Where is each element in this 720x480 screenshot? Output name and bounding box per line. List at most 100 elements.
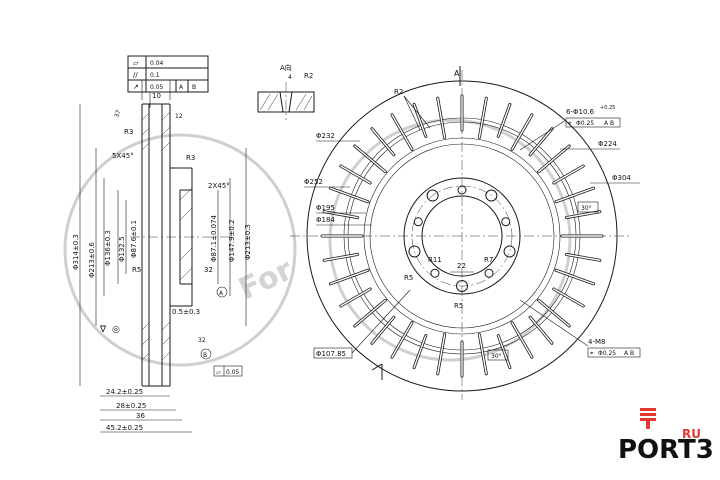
bolt-hole	[503, 245, 516, 258]
vent-slot-inner	[340, 165, 371, 184]
vent-slot-inner	[478, 97, 488, 139]
vent-slot-inner	[391, 321, 413, 358]
vent-slot-inner	[565, 253, 601, 262]
gdt-flatness-value: 0.04	[150, 60, 164, 67]
dia-107-label: Φ107.85	[316, 350, 346, 358]
dia-213-right: Φ213±0.3	[244, 224, 252, 260]
detail-dim-4: 4	[288, 74, 292, 81]
gdt-runout-value: 0.05	[150, 84, 164, 91]
face-angle-label: 37	[113, 109, 122, 119]
vent-slot-inner	[555, 269, 595, 285]
vent-slot-inner	[553, 165, 584, 184]
gdt-frame: ▱ // ↗ 0.04 0.1 0.05 A B	[127, 55, 209, 108]
holes-pos: Φ0.25	[576, 120, 594, 127]
vent-slot-inner	[329, 269, 369, 285]
dim-24-2: 24.2±0.25	[106, 388, 143, 396]
gdt-parallel-value: 0.1	[150, 72, 160, 79]
thickness-top-label: 10	[152, 92, 161, 100]
detail-view-a: A向 4 R2	[257, 63, 315, 120]
holes-spec: 6-Φ10.6	[566, 108, 595, 116]
vent-slot-inner	[478, 333, 488, 375]
holes-ref: A B	[604, 120, 614, 127]
detail-radius-r2: R2	[304, 72, 313, 80]
dia-213-left: Φ213±0.6	[88, 242, 96, 278]
threads-ref: A B	[624, 350, 634, 357]
vent-slot-inner	[323, 253, 359, 262]
radius-r3-right: R3	[186, 154, 195, 162]
radius-r11: R11	[428, 256, 442, 264]
detail-view-label: A向	[280, 63, 292, 72]
radius-r5-bottom: R5	[454, 302, 463, 310]
radius-r5-left: R5	[404, 274, 413, 282]
dia-314: Φ314±0.3	[72, 234, 80, 270]
dim-36: 36	[136, 412, 145, 420]
angle-30-right: 30°	[581, 205, 592, 212]
logo-suffix: RU	[682, 427, 701, 441]
datum-b-circle: B	[203, 352, 207, 359]
gdt-ref-b: B	[192, 84, 196, 91]
front-view: A R2 6-Φ10.6 +0.25 ⌖ Φ0.25 A B Φ232 Φ224…	[290, 66, 641, 400]
chamfer-left: 5X45°	[112, 152, 134, 160]
parallel-icon: //	[133, 71, 138, 79]
bolt-hole	[485, 189, 498, 202]
vent-slot-inner	[329, 187, 369, 203]
watermark-circle-left	[63, 133, 297, 367]
threads-pos-icon: ⌖	[590, 350, 594, 357]
vent-slot-inner	[497, 334, 511, 369]
watermark-circle-right	[328, 118, 572, 362]
vent-slot-inner	[371, 128, 395, 156]
vent-slot-inner	[537, 145, 570, 173]
vent-slot-inner	[497, 103, 511, 138]
disc-section-outline	[130, 103, 230, 387]
vent-slot-inner	[354, 145, 387, 173]
dia-195-label: Φ195	[316, 204, 335, 212]
left-diameter-dims: Φ314±0.3 Φ213±0.6 Φ136±0.3 Φ132.5 Φ87.6±…	[72, 104, 138, 386]
vent-slot-inner	[323, 210, 359, 219]
threads-pos: Φ0.25	[598, 350, 616, 357]
threads-spec: 4-M8	[588, 338, 605, 346]
angle-32-bottom: 32	[198, 337, 206, 344]
face-angle-2-label: 12	[175, 113, 183, 120]
side-section-view: ▱ // ↗ 0.04 0.1 0.05 A B	[72, 55, 252, 433]
bolt-hole	[456, 280, 468, 292]
dia-87-right: Φ87.1±0.074	[210, 214, 218, 262]
holes-pos-icon: ⌖	[568, 120, 572, 127]
dia-147: Φ147.9±0.2	[228, 219, 236, 262]
flat-icon: ▱	[216, 369, 221, 376]
dia-224-label: Φ224	[598, 140, 617, 148]
vent-slot-inner	[565, 210, 601, 219]
vent-slot-inner	[555, 187, 595, 203]
dim-28: 28±0.25	[116, 402, 146, 410]
logo-icon	[640, 408, 656, 429]
offset-05-label: 0.5±0.3	[172, 308, 200, 316]
bolt-hole	[430, 268, 440, 278]
runout-icon: ↗	[133, 83, 139, 91]
surface-finish-icon: ∇	[99, 325, 107, 335]
vent-slot-inner	[436, 333, 446, 375]
logo-main-text: PORT3	[618, 435, 714, 465]
dim-45-2: 45.2±0.25	[106, 424, 143, 432]
dia-87-left: Φ87.6±0.1	[130, 220, 138, 258]
radius-r7: R7	[484, 256, 493, 264]
flatness-icon: ▱	[133, 59, 139, 67]
bolt-hole	[426, 189, 439, 202]
vent-slot-inner	[529, 316, 553, 344]
bolt-hole	[484, 268, 494, 278]
vent-slot-inner	[413, 103, 427, 138]
vent-slot-inner	[354, 299, 387, 327]
angle-30-bottom: 30°	[491, 353, 502, 360]
bolt-hole	[501, 217, 511, 227]
bolt-holes	[408, 185, 516, 292]
dia-132: Φ132.5	[118, 236, 126, 262]
vent-slots	[320, 94, 604, 378]
bolt-hole	[457, 185, 467, 195]
bolt-hole	[413, 217, 423, 227]
dia-304-label: Φ304	[612, 174, 631, 182]
vent-slot-inner	[537, 299, 570, 327]
brand-logo: PORT3 RU	[618, 408, 714, 465]
vent-slot-inner	[391, 114, 413, 151]
view-arrow-a: A	[454, 69, 460, 78]
vent-slot-inner	[413, 334, 427, 369]
dia-232-label: Φ232	[316, 132, 335, 140]
